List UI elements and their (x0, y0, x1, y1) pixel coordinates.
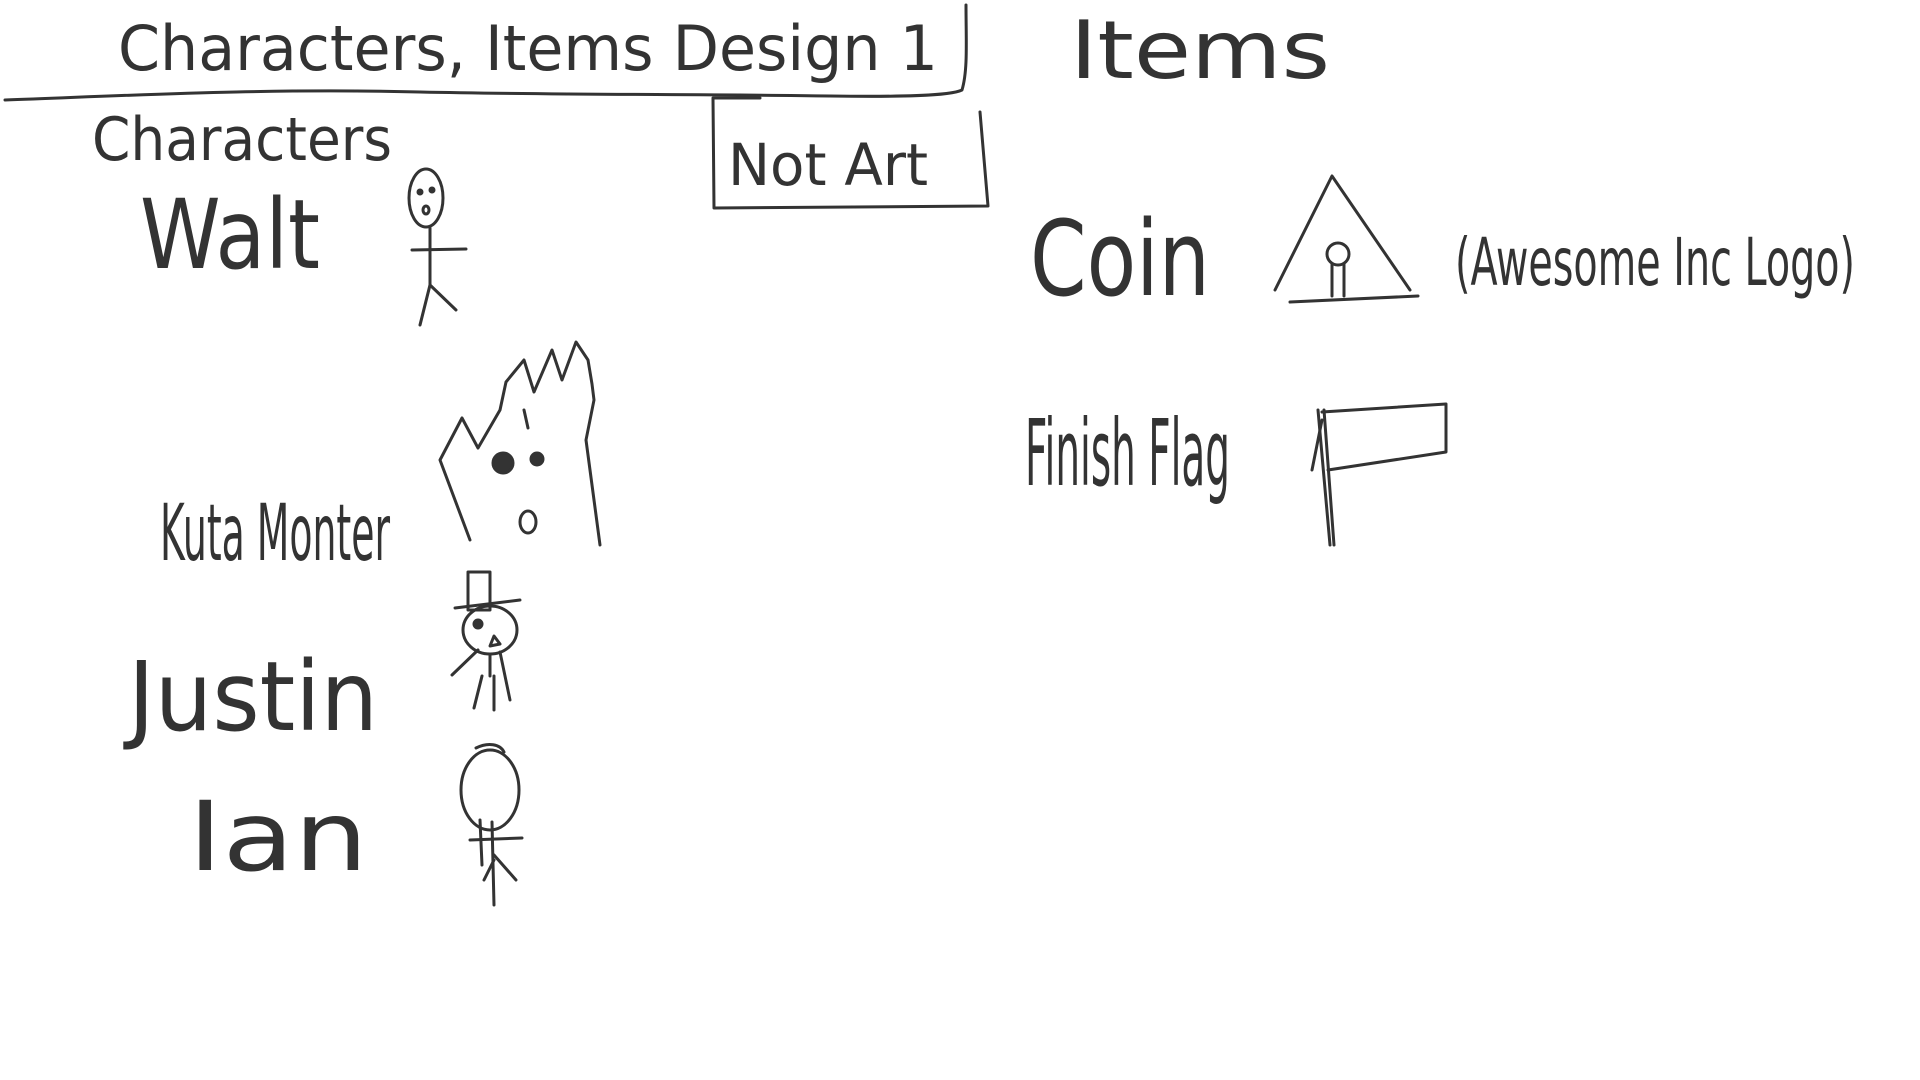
characters-heading: Characters (92, 105, 392, 175)
triangle-logo-icon (1273, 174, 1420, 304)
character-name: Kuta Monter (160, 489, 390, 579)
items-section: Items Coin (Awesome Inc Logo) Finish Fla… (1025, 4, 1855, 547)
item-name: Finish Flag (1025, 400, 1230, 507)
hat-figure-icon (450, 570, 522, 712)
character-ian: Ian (188, 743, 524, 907)
characters-section: Characters Walt Kuta Monter (92, 105, 602, 907)
character-walt: Walt (140, 167, 468, 327)
item-name: Coin (1030, 198, 1210, 320)
character-name: Justin (123, 641, 378, 753)
item-finish-flag: Finish Flag (1025, 400, 1448, 547)
round-head-figure-icon (459, 743, 524, 907)
character-name: Ian (188, 781, 368, 893)
flag-icon (1310, 402, 1448, 547)
stick-figure-icon (407, 167, 468, 327)
title-underline (3, 3, 968, 102)
character-name: Walt (140, 179, 320, 291)
spiky-monster-icon (438, 340, 602, 547)
item-note: (Awesome Inc Logo) (1455, 224, 1855, 301)
page-title: Characters, Items Design 1 (118, 12, 938, 85)
item-coin: Coin (Awesome Inc Logo) (1030, 174, 1855, 320)
items-heading: Items (1070, 4, 1330, 97)
note-box (711, 96, 990, 210)
character-kuta-monter: Kuta Monter (160, 340, 602, 579)
note-label: Not Art (728, 131, 928, 199)
header: Characters, Items Design 1 Not Art (3, 3, 990, 210)
character-justin: Justin (123, 570, 522, 753)
